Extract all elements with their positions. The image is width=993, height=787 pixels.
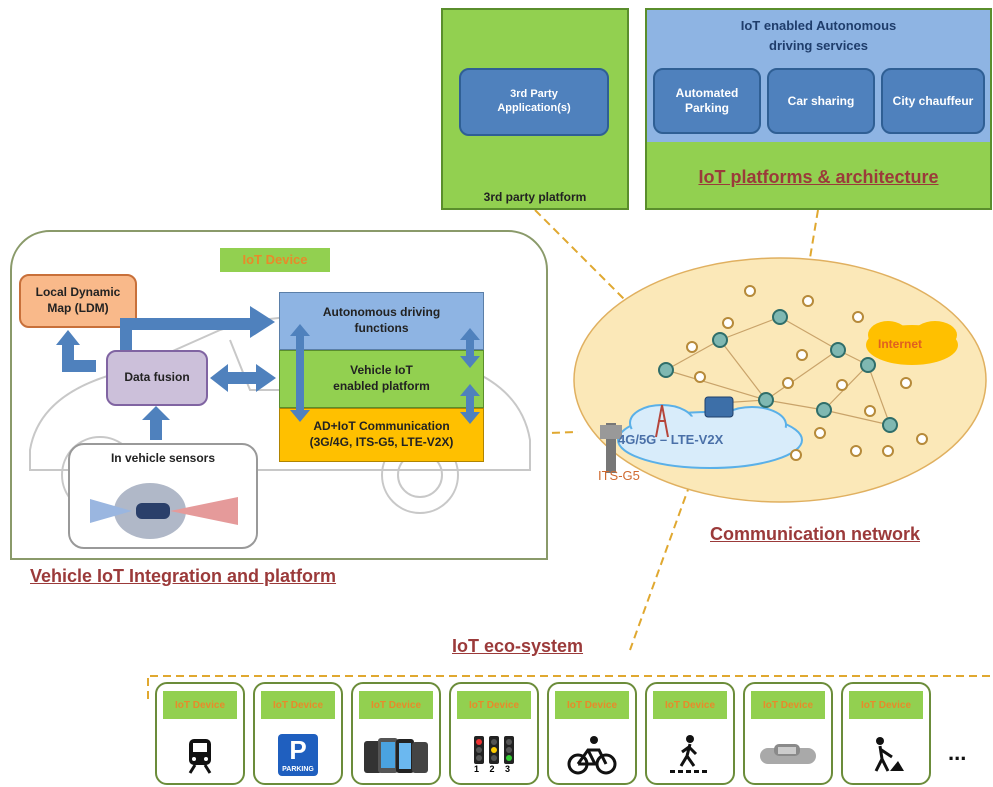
iot-device-label: IoT Device	[653, 691, 727, 719]
internet-label: Internet	[878, 337, 923, 351]
iot-device-traffic-lights[interactable]: IoT Device 1 2 3	[449, 682, 539, 785]
third-party-platform-label: 3rd party platform	[483, 190, 587, 204]
comm-line2: (3G/4G, ITS-G5, LTE-V2X)	[309, 435, 454, 449]
in-vehicle-sensors[interactable]: In vehicle sensors	[68, 443, 258, 549]
iot-ecosystem-title: IoT eco-system	[452, 636, 584, 656]
service-car-sharing[interactable]: Car sharing	[767, 68, 875, 134]
its-g5-label: ITS-G5	[598, 468, 640, 483]
iot-platforms-architecture: IoT enabled Autonomous driving services …	[645, 8, 992, 210]
comm-line1: AD+IoT Communication	[313, 419, 450, 434]
viep-line2: enabled platform	[333, 379, 430, 393]
more-devices-ellipsis: ...	[948, 740, 967, 765]
iot-device-label: IoT Device	[555, 691, 629, 719]
vehicle-iot-enabled-platform[interactable]: Vehicle IoT enabled platform	[279, 350, 484, 408]
autonomous-driving-functions[interactable]: Autonomous driving functions	[279, 292, 484, 350]
cellular-label: 4G/5G – LTE-V2X	[618, 432, 724, 447]
iot-device-label: IoT Device	[849, 691, 923, 719]
iot-device-label: IoT Device	[163, 691, 237, 719]
train-icon	[157, 733, 243, 777]
service-city-chauffeur[interactable]: City chauffeur	[881, 68, 985, 134]
iot-device-label: IoT Device	[751, 691, 825, 719]
iot-device-smartphones[interactable]: IoT Device	[351, 682, 441, 785]
ldm-line2: Map (LDM)	[47, 301, 109, 315]
local-dynamic-map[interactable]: Local Dynamic Map (LDM)	[19, 274, 137, 328]
iot-platforms-title: IoT platforms & architecture	[698, 167, 939, 187]
parking-icon: P PARKING	[255, 733, 341, 777]
iot-device-bicycle[interactable]: IoT Device	[547, 682, 637, 785]
sensor-coverage-icon	[90, 483, 238, 539]
iot-device-label: IoT Device	[359, 691, 433, 719]
car-icon	[745, 733, 831, 777]
iot-device-car[interactable]: IoT Device	[743, 682, 833, 785]
internet-cloud	[866, 321, 958, 365]
communication-network-cloud	[573, 257, 987, 503]
third-party-platform: 3rd Party Application(s) 3rd party platf…	[441, 8, 629, 210]
iot-device-label: IoT Device	[220, 248, 330, 272]
third-party-app-line1: 3rd Party	[510, 88, 558, 101]
parking-sign-letter: P	[289, 735, 307, 765]
service-automated-parking[interactable]: Automated Parking	[653, 68, 761, 134]
parking-sign-text: PARKING	[282, 766, 314, 773]
iot-device-label: IoT Device	[261, 691, 335, 719]
pedestrian-icon	[647, 733, 733, 777]
iot-device-pedestrian[interactable]: IoT Device	[645, 682, 735, 785]
bicycle-icon	[549, 733, 635, 777]
third-party-app-line2: Application(s)	[497, 102, 571, 114]
adf-line1: Autonomous driving	[322, 305, 441, 320]
viep-line1: Vehicle IoT	[350, 363, 413, 378]
data-fusion[interactable]: Data fusion	[106, 350, 208, 406]
smartphones-icon	[353, 733, 439, 777]
roadworks-icon	[843, 733, 929, 777]
antenna-tower	[655, 404, 669, 438]
iot-services-title-line1: IoT enabled Autonomous	[740, 18, 897, 33]
in-vehicle-sensors-label: In vehicle sensors	[110, 451, 216, 465]
iot-device-train[interactable]: IoT Device	[155, 682, 245, 785]
adf-line2: functions	[354, 321, 409, 335]
vehicle-iot-caption: Vehicle IoT Integration and platform	[30, 566, 337, 586]
ad-iot-communication[interactable]: AD+IoT Communication (3G/4G, ITS-G5, LTE…	[279, 408, 484, 462]
iot-device-parking[interactable]: IoT Device P PARKING	[253, 682, 343, 785]
third-party-application[interactable]: 3rd Party Application(s)	[459, 68, 609, 136]
communication-network-caption: Communication network	[710, 524, 921, 544]
ldm-line1: Local Dynamic	[35, 285, 121, 300]
iot-device-roadworks[interactable]: IoT Device	[841, 682, 931, 785]
iot-services-title: IoT enabled Autonomous driving services	[647, 16, 990, 55]
iot-services-title-line2: driving services	[769, 37, 868, 53]
iot-device-label: IoT Device	[457, 691, 531, 719]
traffic-lights-numbers: 1 2 3	[473, 764, 515, 774]
traffic-lights-icon: 1 2 3	[451, 733, 537, 777]
